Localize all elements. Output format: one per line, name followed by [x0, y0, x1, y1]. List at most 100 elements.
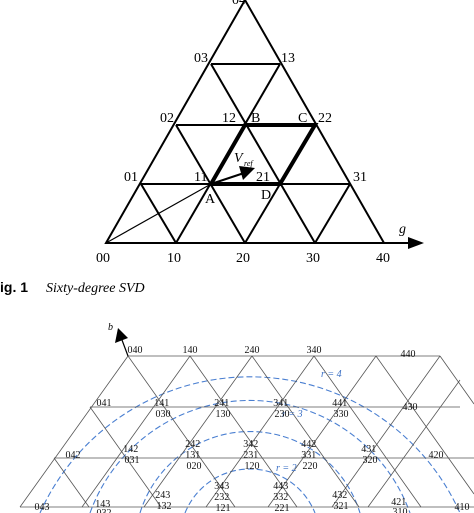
- v-220: 220: [303, 461, 318, 472]
- v-140: 140: [183, 345, 198, 356]
- g-axis-arrowhead: [408, 237, 424, 249]
- vref-arrow-line: [210, 172, 245, 185]
- v-243: 243: [155, 490, 170, 501]
- v-041: 041: [97, 398, 112, 409]
- v-142: 142: [123, 444, 138, 455]
- v-443: 443: [273, 481, 288, 492]
- bold-parallelogram: [207, 123, 319, 186]
- v-320: 320: [363, 455, 378, 466]
- label-02: 02: [160, 111, 174, 126]
- label-22: 22: [318, 111, 332, 126]
- label-00: 00: [96, 251, 110, 266]
- v-341-230: 341 230: [273, 398, 291, 420]
- label-31: 31: [353, 170, 367, 185]
- vertex-b: B: [251, 111, 260, 126]
- v-143-032: 143 032: [95, 499, 113, 513]
- axis-g-label: g: [399, 222, 406, 237]
- v-343: 343: [214, 481, 229, 492]
- b-axis-arrowhead: [115, 328, 128, 343]
- v-232: 232: [214, 492, 229, 503]
- label-20: 20: [236, 251, 250, 266]
- v-042: 042: [66, 450, 81, 461]
- v-342-231-120: 342 231 120: [243, 439, 261, 472]
- v-420: 420: [429, 450, 444, 461]
- v-431-320: 431 320: [361, 444, 379, 466]
- v-221: 221: [275, 503, 290, 513]
- v-240: 240: [245, 345, 260, 356]
- r2-label: r = 2: [276, 463, 297, 474]
- v-142-031: 142 031: [123, 444, 141, 466]
- arc-r3: [89, 399, 411, 513]
- r4-label: r = 4: [321, 369, 342, 380]
- arc-r4: [39, 376, 461, 513]
- r3-label: r = 3: [282, 409, 303, 420]
- label-03: 03: [194, 51, 208, 66]
- v-121: 121: [216, 503, 231, 513]
- v-243-132: 243 132: [155, 490, 173, 512]
- v-442-331-220: 442 331 220: [301, 439, 319, 472]
- v-032: 032: [97, 508, 112, 513]
- label-04: 04: [232, 0, 246, 8]
- v-421-310: 421 310: [391, 497, 409, 513]
- radius-arcs: [39, 376, 461, 513]
- v-130: 130: [216, 409, 231, 420]
- vref-arrowhead: [239, 166, 255, 180]
- v-310: 310: [393, 507, 408, 513]
- label-11: 11: [194, 170, 207, 185]
- v-330: 330: [334, 409, 349, 420]
- vector-labels: 040 140 240 340 440 041 141 030 241 130 …: [35, 345, 470, 513]
- v-432-321: 432 321: [332, 490, 350, 512]
- label-30: 30: [306, 251, 320, 266]
- v-431: 431: [361, 444, 376, 455]
- v-141: 141: [154, 398, 169, 409]
- v-441: 441: [332, 398, 347, 409]
- v-432: 432: [332, 490, 347, 501]
- v-241: 241: [214, 398, 229, 409]
- v-030: 030: [156, 409, 171, 420]
- v-440: 440: [401, 349, 416, 360]
- b-axis-line: [121, 339, 129, 357]
- v-331: 331: [301, 450, 316, 461]
- axis-b-label: b: [108, 322, 113, 333]
- v-242-131-020: 242 131 020: [185, 439, 203, 472]
- label-12: 12: [222, 111, 236, 126]
- origin-to-a-line: [105, 183, 212, 244]
- hex-grid: [19, 355, 474, 508]
- v-242: 242: [185, 439, 200, 450]
- arc-r2: [139, 431, 361, 513]
- diag-r-3: [314, 183, 351, 244]
- label-10: 10: [167, 251, 181, 266]
- figure1-labels: 00 10 20 30 40 01 11 21 31 02 12 22 03 1…: [96, 0, 406, 266]
- label-40: 40: [376, 251, 390, 266]
- v-340: 340: [307, 345, 322, 356]
- v-421: 421: [391, 497, 406, 508]
- v-241-130: 241 130: [214, 398, 232, 420]
- v-141-030: 141 030: [154, 398, 172, 420]
- arc-r1: [184, 468, 316, 513]
- vertex-a: A: [205, 192, 216, 207]
- vref-label: V: [234, 151, 244, 166]
- v-230: 230: [275, 409, 290, 420]
- v-043: 043: [35, 502, 50, 513]
- v-040: 040: [128, 345, 143, 356]
- vertex-d: D: [261, 188, 271, 203]
- v-441-330: 441 330: [332, 398, 350, 420]
- fig1-caption-text: Sixty-degree SVD: [46, 281, 145, 296]
- v-342: 342: [243, 439, 258, 450]
- figure2-diagram: b r = 4 r = 3 r = 2 040 140 240 340 440 …: [19, 322, 474, 513]
- label-21: 21: [256, 170, 270, 185]
- v-143: 143: [95, 499, 110, 510]
- v-443-332-221: 443 332 221: [273, 481, 291, 513]
- v-020: 020: [187, 461, 202, 472]
- v-321: 321: [334, 501, 349, 512]
- v-410: 410: [455, 502, 470, 513]
- v-120: 120: [245, 461, 260, 472]
- v-430: 430: [403, 402, 418, 413]
- figure1-diagram: [104, 0, 386, 244]
- r-labels: r = 4 r = 3 r = 2: [276, 369, 342, 474]
- diag-l-1: [210, 63, 316, 244]
- fig1-caption-label: ig. 1: [0, 279, 28, 295]
- v-332: 332: [273, 492, 288, 503]
- v-341: 341: [273, 398, 288, 409]
